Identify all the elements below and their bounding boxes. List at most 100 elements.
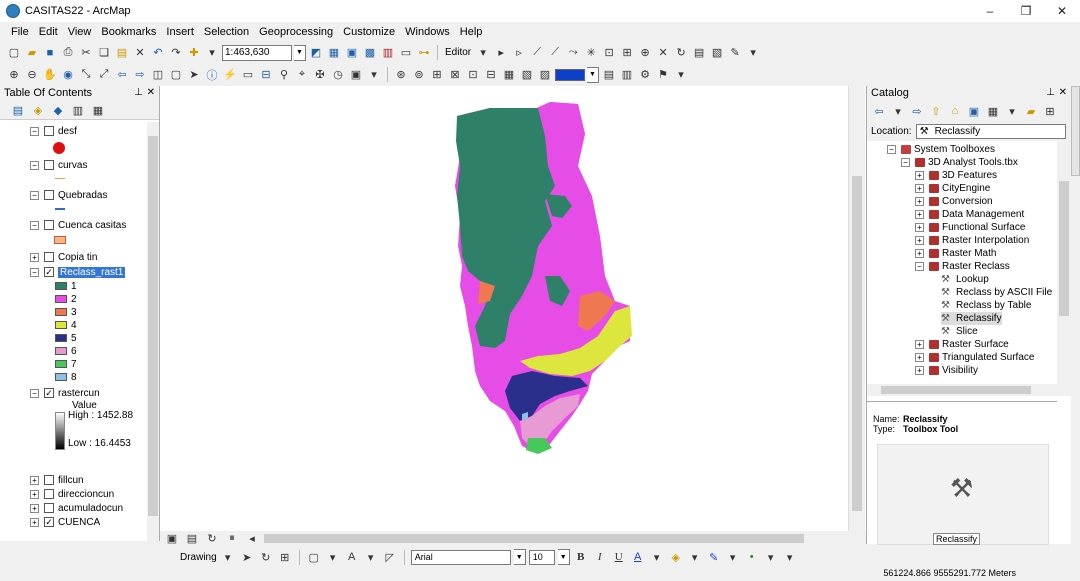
up-one-level-icon[interactable]: ⇧ (931, 105, 941, 118)
zoom-out-icon[interactable]: ⊖ (27, 69, 37, 81)
scroll-left-icon[interactable]: ◂ (249, 532, 255, 545)
layer-checkbox[interactable] (44, 489, 54, 499)
expand-icon[interactable]: + (30, 475, 39, 485)
fill-color-swatch[interactable] (555, 68, 585, 81)
fill-color-icon[interactable]: ◈ (671, 551, 680, 564)
expand-icon[interactable]: + (30, 252, 39, 262)
editor-menu[interactable]: Editor (445, 47, 472, 58)
views-dropdown-icon[interactable]: ▾ (1009, 105, 1015, 118)
collapse-icon[interactable]: − (30, 160, 39, 170)
list-by-selection-icon[interactable]: ▥ (72, 104, 84, 117)
trace-icon[interactable]: ⤳ (568, 46, 578, 58)
collapse-icon[interactable]: − (30, 126, 39, 136)
search-side-tab[interactable] (1071, 86, 1080, 176)
full-extent-icon[interactable]: ◉ (63, 69, 73, 81)
search-window-icon[interactable]: ▩ (364, 47, 376, 59)
tree-tool-reclass-ascii[interactable]: ⚒Reclass by ASCII File (941, 286, 1053, 298)
straight-segment-icon[interactable]: ⟋ (533, 46, 541, 58)
edit-vertices-icon[interactable]: ⊡ (604, 47, 614, 59)
map-view[interactable] (160, 86, 866, 531)
layout-tool-10-icon[interactable]: ▤ (603, 69, 615, 81)
tree-raster-math[interactable]: +Raster Math (915, 247, 996, 260)
collapse-icon[interactable]: − (30, 267, 39, 277)
hyperlink-icon[interactable]: ⚡ (223, 69, 237, 81)
layer-checkbox[interactable] (44, 160, 54, 170)
layout-tool-12-icon[interactable]: ⚙ (640, 69, 650, 81)
zoom-whole-page-icon[interactable]: ⊞ (280, 551, 290, 564)
layer-checkbox[interactable] (44, 220, 54, 230)
layout-tool-7-icon[interactable]: ▦ (503, 69, 515, 81)
map-scale-input[interactable]: 1:463,630 (222, 44, 292, 61)
menu-geoprocessing[interactable]: Geoprocessing (259, 26, 334, 38)
italic-button[interactable]: I (597, 551, 602, 563)
toc-close-icon[interactable]: ✕ (146, 87, 155, 98)
attributes-icon[interactable]: ▤ (693, 47, 705, 59)
layout-tool-2-icon[interactable]: ⊚ (414, 69, 424, 81)
save-icon[interactable]: ■ (46, 46, 54, 59)
find-route-icon[interactable]: ⌖ (298, 68, 306, 80)
toolbar-options-icon[interactable]: ▾ (750, 47, 756, 59)
menu-edit[interactable]: Edit (38, 26, 58, 38)
menu-help[interactable]: Help (459, 26, 483, 38)
create-features-icon[interactable]: ✎ (730, 47, 740, 59)
collapse-icon[interactable]: − (30, 190, 39, 200)
cut-polygons-icon[interactable]: ⊕ (640, 47, 650, 59)
layout-tool-5-icon[interactable]: ⊡ (468, 69, 478, 81)
marker-color-icon[interactable]: • (749, 551, 754, 563)
layer-checkbox-checked[interactable]: ✓ (44, 267, 54, 277)
layer-fillcun[interactable]: +fillcun (30, 473, 84, 487)
layer-curvas[interactable]: −curvas (30, 158, 87, 172)
bold-button[interactable]: B (577, 551, 585, 563)
map-vertical-scrollbar[interactable] (848, 86, 865, 531)
rotate-icon[interactable]: ↻ (676, 47, 686, 59)
toolbar-options-2-icon[interactable]: ▾ (678, 69, 684, 81)
font-color-icon[interactable]: A (634, 551, 642, 563)
font-size-dropdown-icon[interactable]: ▼ (557, 549, 570, 565)
tools-options-icon[interactable]: ▾ (371, 69, 377, 81)
tree-conversion[interactable]: +Conversion (915, 195, 993, 208)
add-data-icon[interactable]: ✚ (189, 47, 199, 59)
toggle-contents-icon[interactable]: ⊞ (1045, 105, 1055, 118)
tree-3d-features[interactable]: +3D Features (915, 169, 997, 182)
catalog-window-icon[interactable]: ▣ (346, 47, 358, 59)
tree-raster-surface[interactable]: +Raster Surface (915, 338, 1009, 351)
views-icon[interactable]: ▦ (987, 105, 999, 118)
rectangle-icon[interactable]: ▢ (308, 551, 319, 564)
viewer-window-icon[interactable]: ▣ (350, 69, 362, 81)
list-by-source-icon[interactable]: ◈ (33, 104, 43, 117)
open-icon[interactable]: ▰ (27, 47, 37, 59)
layer-checkbox-checked[interactable]: ✓ (44, 388, 54, 398)
data-view-icon[interactable]: ▣ (166, 532, 178, 545)
menu-view[interactable]: View (67, 26, 92, 38)
arctoolbox-icon[interactable]: ▥ (382, 47, 394, 59)
font-color-dropdown-icon[interactable]: ▾ (653, 551, 660, 564)
font-size-select[interactable]: 10 (528, 549, 555, 565)
menu-bookmarks[interactable]: Bookmarks (101, 26, 157, 38)
layout-tool-13-icon[interactable]: ⚑ (658, 69, 668, 81)
collapse-icon[interactable]: − (30, 388, 39, 398)
menu-customize[interactable]: Customize (343, 26, 396, 38)
menu-windows[interactable]: Windows (405, 26, 450, 38)
end-point-arc-icon[interactable]: ⟋ (551, 46, 559, 58)
layer-direccioncun[interactable]: +direccioncun (30, 487, 114, 501)
tree-system-toolboxes[interactable]: −System Toolboxes (887, 143, 995, 156)
print-icon[interactable]: ⎙ (63, 46, 73, 58)
layer-checkbox[interactable] (44, 252, 54, 262)
clear-selection-icon[interactable]: ▢ (170, 69, 182, 81)
layout-tool-4-icon[interactable]: ⊠ (450, 69, 460, 81)
restore-button[interactable]: ❐ (1020, 4, 1032, 18)
back-icon[interactable]: ⇦ (874, 105, 884, 118)
drawing-dropdown-icon[interactable]: ▾ (224, 551, 231, 564)
layer-checkbox[interactable] (44, 503, 54, 513)
layer-checkbox-checked[interactable]: ✓ (44, 517, 54, 527)
split-icon[interactable]: ✕ (658, 47, 668, 59)
fixed-zoom-in-icon[interactable]: ⤡ (81, 68, 91, 80)
layout-tool-1-icon[interactable]: ⊛ (396, 69, 406, 81)
connect-folder-icon[interactable]: ▣ (968, 105, 980, 118)
modelbuilder-icon[interactable]: ⊶ (418, 47, 430, 59)
tree-data-management[interactable]: +Data Management (915, 208, 1024, 221)
table-of-contents-icon[interactable]: ▦ (328, 47, 340, 59)
tree-tool-lookup[interactable]: ⚒Lookup (941, 273, 989, 285)
paste-icon[interactable]: ▤ (116, 47, 128, 59)
editor-toolbar-icon[interactable]: ◩ (310, 47, 322, 59)
